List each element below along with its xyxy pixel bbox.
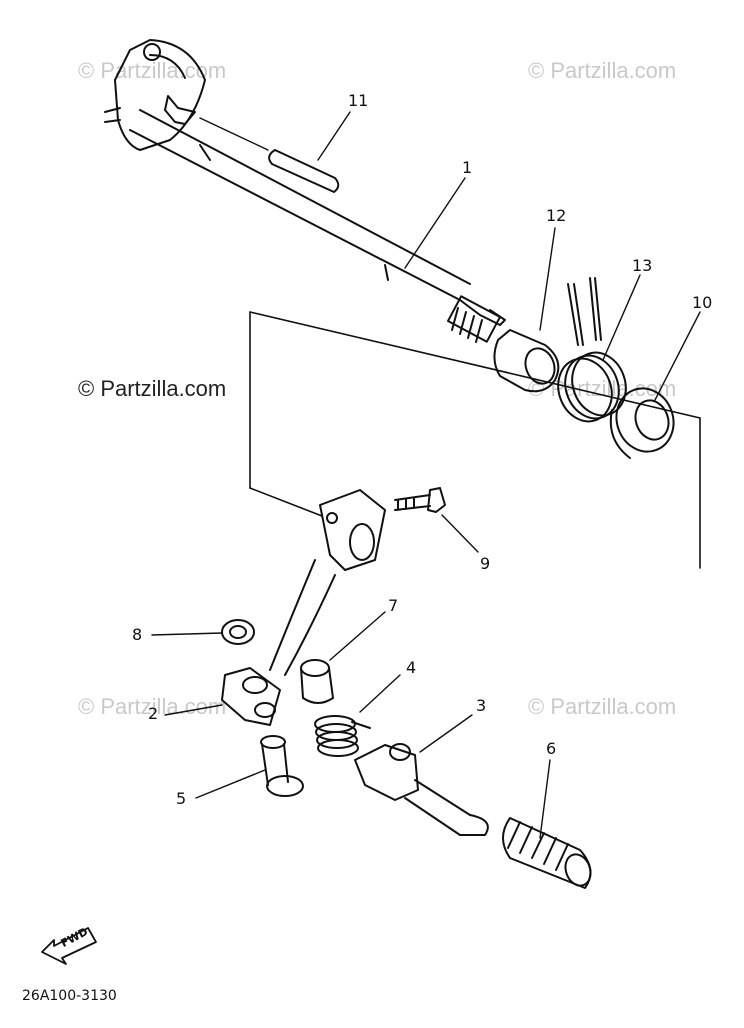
callout-11: 11 — [348, 91, 369, 110]
bushing — [300, 659, 334, 704]
dowel-pin — [199, 117, 340, 193]
callout-12: 12 — [546, 206, 567, 225]
shift-pedal — [354, 743, 489, 836]
callout-9: 9 — [480, 554, 491, 573]
watermark: © Partzilla.com — [78, 376, 227, 401]
callout-7: 7 — [388, 596, 399, 615]
collar-pin — [260, 735, 304, 797]
shift-shaft — [104, 39, 506, 343]
diagram-code: 26A100-3130 — [22, 988, 117, 1004]
watermark: © Partzilla.com — [78, 694, 227, 719]
coil-spring — [314, 715, 371, 757]
collar — [493, 329, 560, 393]
leader-lines — [151, 111, 701, 839]
bolt — [394, 487, 446, 513]
watermark: © Partzilla.com — [528, 694, 677, 719]
callout-6: 6 — [546, 739, 557, 758]
callout-8: 8 — [132, 625, 143, 644]
washer — [221, 619, 255, 645]
callout-4: 4 — [406, 658, 417, 677]
callout-1: 1 — [462, 158, 473, 177]
callout-13: 13 — [632, 256, 653, 275]
callout-2: 2 — [148, 704, 159, 723]
shift-arm — [221, 489, 386, 726]
oil-seal — [609, 387, 675, 459]
watermark: © Partzilla.com — [528, 376, 677, 401]
callout-3: 3 — [476, 696, 487, 715]
watermark: © Partzilla.com — [528, 58, 677, 83]
reference-frame — [249, 311, 701, 569]
forward-arrow-icon — [41, 927, 97, 965]
callout-5: 5 — [176, 789, 187, 808]
peg-rubber — [502, 817, 592, 889]
callout-10: 10 — [692, 293, 713, 312]
torsion-spring — [557, 277, 627, 423]
